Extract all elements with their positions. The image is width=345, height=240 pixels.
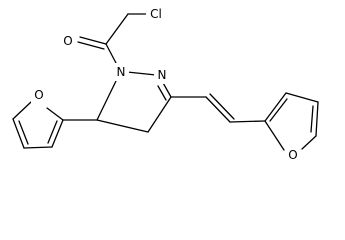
right-furan-ring xyxy=(264,92,319,151)
bond-vinyl-furan xyxy=(229,120,266,123)
bond-rfuran-c5-o xyxy=(301,135,317,150)
bond-n2-c3-double-b xyxy=(157,85,167,101)
bond-lfuran-c5-c4 xyxy=(12,118,25,149)
bond-lfuran-o-c5 xyxy=(12,101,32,120)
bond-carbonyl-o-inner xyxy=(77,41,105,50)
bond-vinyl-double-b xyxy=(209,93,235,120)
bond-n1-n2 xyxy=(126,71,157,76)
right-furan-oxygen-label-bg xyxy=(285,146,301,164)
chlorine-label: Cl xyxy=(150,7,162,21)
bond-lfuran-c2-o xyxy=(46,107,64,121)
chlorine-label-bg xyxy=(146,5,166,23)
left-furan-oxygen-label-bg xyxy=(31,86,47,104)
left-furan-oxygen-label: O xyxy=(34,88,43,102)
bond-vinyl-double-a xyxy=(205,96,231,123)
bond-lfuran-c3-c2-inner xyxy=(47,120,58,144)
bond-rfuran-c3-c4 xyxy=(285,92,319,103)
right-furan-oxygen-label: O xyxy=(288,148,297,162)
chloroacetyl-group xyxy=(77,13,147,64)
bond-rfuran-c4-c5-inner xyxy=(310,105,314,133)
bond-rfuran-c2-c3-inner xyxy=(269,98,288,122)
bond-lfuran-c3-c2 xyxy=(51,119,64,148)
bond-c3-c4 xyxy=(147,96,172,133)
carbonyl-oxygen-label: O xyxy=(63,34,72,48)
left-furan-ring xyxy=(12,101,98,149)
bond-lfuran-c5-c4-inner xyxy=(18,120,29,145)
bond-lfuran-c4-c3 xyxy=(23,146,53,149)
bond-rfuran-c2-c3 xyxy=(264,92,287,122)
carbonyl-oxygen-label-bg xyxy=(60,32,76,50)
bond-rfuran-o-c2 xyxy=(264,120,285,151)
chemical-structure-diagram: Cl O N N O O xyxy=(12,5,319,164)
pyrazoline-n2-label-bg xyxy=(154,66,170,84)
bond-ch2-carbonyl xyxy=(105,13,129,45)
pyrazoline-n2-label: N xyxy=(158,68,167,82)
bond-c5-n1 xyxy=(96,80,117,121)
bond-c4-c5 xyxy=(96,119,149,133)
vinyl-linker xyxy=(170,93,266,123)
bond-rfuran-c4-c5 xyxy=(315,101,319,137)
bond-carbonyl-o-outer xyxy=(79,36,107,45)
atom-labels: Cl O N N O O xyxy=(31,5,301,164)
pyrazoline-n1-label: N xyxy=(117,65,126,79)
bond-carbonyl-n1 xyxy=(105,43,117,64)
pyrazoline-n1-label-bg xyxy=(113,63,129,81)
pyrazoline-ring xyxy=(96,71,172,133)
